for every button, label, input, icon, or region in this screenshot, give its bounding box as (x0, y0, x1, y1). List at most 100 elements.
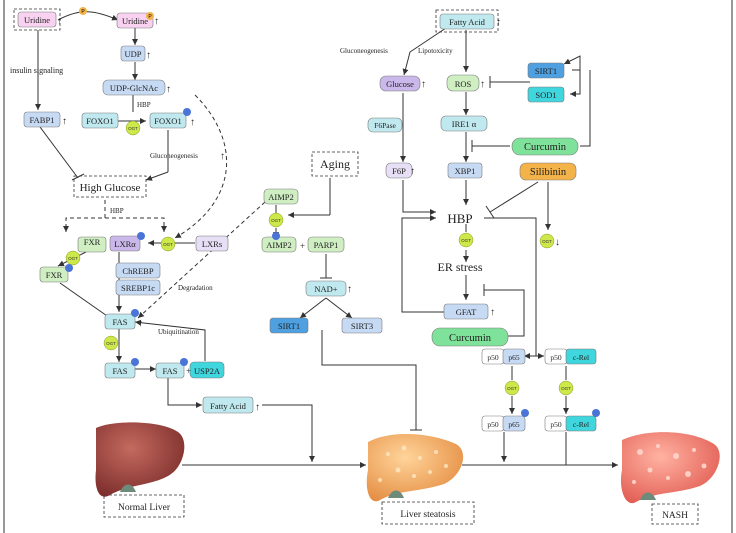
ogt-label-3: OGT (163, 242, 173, 247)
degradation-label: Degradation (178, 284, 213, 292)
uridine-right-node: Uridine (122, 16, 148, 26)
xbp1-node: XBP1 (455, 166, 476, 176)
plus-signs: + + (186, 241, 305, 376)
ogt-label-9: OGT (561, 386, 571, 391)
up-fabp1: ↑ (62, 116, 67, 127)
uridine-left-node: Uridine (24, 15, 50, 25)
p50-d-node: p50 (550, 420, 562, 429)
ogt-label-2: OGT (68, 256, 78, 261)
liver-nash-image (620, 432, 720, 504)
foxo1-right-node: FOXO1 (154, 116, 181, 126)
glyco-markers (65, 108, 600, 417)
gluconeogenesis-left-label: Gluconeogenesis (150, 152, 198, 160)
up-fas: ↑ (138, 318, 143, 329)
connectors (35, 11, 618, 468)
ogt-label-8: OGT (507, 386, 517, 391)
down-ogt: ↓ (555, 237, 560, 248)
up-uridine-left: ↑ (57, 16, 62, 27)
ogt-label-7: OGT (542, 239, 552, 244)
plus-fas-usp2a: + (186, 366, 191, 376)
foxo1-left-node: FOXO1 (86, 116, 113, 126)
srebp1c-node: SREBP1c (121, 283, 155, 293)
curcumin-bottom-node: Curcumin (449, 333, 492, 344)
udp-node: UDP (124, 49, 141, 59)
glucose-node: Glucose (386, 79, 414, 89)
p50-b-node: p50 (550, 353, 562, 362)
gfat-node: GFAT (456, 307, 477, 317)
parp1-node: PARP1 (314, 240, 339, 250)
liver-steatosis-label: Liver steatosis (400, 510, 455, 520)
sirt1-right-node: SIRT1 (535, 66, 557, 76)
insulin-signaling-label: insulin signaling (10, 66, 63, 75)
ros-node: ROS (455, 79, 472, 89)
ubiquitination-label: Ubiquitination (158, 328, 199, 336)
ogt-labels: OGT OGT OGT OGT OGT OGT OGT OGT OGT (68, 126, 571, 391)
f6pase-node: F6Pase (374, 121, 396, 130)
hbp-small-label-b: HBP (110, 207, 124, 215)
up-f6p: ↑ (410, 166, 415, 177)
up-uridine-right: ↑ (154, 16, 159, 27)
up-nad: ↑ (347, 284, 352, 295)
silibinin-node: Silibinin (530, 167, 567, 178)
up-gluconeogenesis: ↑ (220, 151, 225, 162)
sirt3-node: SIRT3 (351, 321, 373, 331)
chrebp-node: ChREBP (122, 266, 153, 276)
usp2a-node: USP2A (194, 366, 221, 376)
udp-glcnac-node: UDP-GlcNAc (110, 83, 158, 93)
up-foxo1: ↑ (190, 117, 195, 128)
er-stress-node: ER stress (438, 260, 483, 274)
node-texts: Uridine Uridine UDP UDP-GlcNAc FOXO1 FOX… (24, 15, 589, 429)
liver-normal-image (95, 422, 185, 497)
crel-b-node: c-Rel (573, 420, 589, 429)
ire1a-node: IRE1 α (452, 119, 477, 129)
up-ros: ↑ (480, 79, 485, 90)
fatty-acid-top-node: Fatty Acid (449, 17, 485, 27)
up-fatty-acid-bottom: ↑ (255, 402, 260, 413)
fas-right-node: FAS (163, 366, 178, 376)
fas-top-node: FAS (113, 317, 128, 327)
lipotoxicity-label: Lipotoxicity (418, 47, 453, 55)
node-shapes (17, 11, 597, 432)
ogt-label-1: OGT (128, 126, 138, 131)
liver-steatosis-image (366, 433, 464, 502)
lxra-node: LXRα (114, 239, 136, 249)
p50-c-node: p50 (487, 420, 499, 429)
ogt-balls (65, 120, 574, 396)
fas-left-node: FAS (113, 366, 128, 376)
hbp-small-label-a: HBP (137, 101, 151, 109)
ogt-label-6: OGT (461, 238, 471, 243)
up-gfat: ↑ (490, 307, 495, 318)
hbp-main-node: HBP (447, 211, 472, 226)
phosphate-markers: P P (79, 7, 154, 20)
fabp1-node: FABP1 (30, 115, 55, 125)
sod1-node: SOD1 (535, 90, 556, 100)
gluconeogenesis-right-label: Gluconeogenesis (340, 47, 388, 55)
fxr-top-node: FXR (84, 237, 101, 247)
ogt-label-4: OGT (106, 341, 116, 346)
aimp2-top-node: AIMP2 (268, 192, 294, 202)
edge-labels: insulin signaling HBP Gluconeogenesis HB… (10, 47, 453, 336)
aging-node: Aging (320, 157, 350, 171)
plus-aimp2-parp1: + (300, 241, 305, 251)
large-texts: High Glucose Aging Curcumin Silibinin HB… (80, 142, 688, 521)
high-glucose-node: High Glucose (80, 182, 141, 194)
up-glucose: ↑ (421, 79, 426, 90)
sirt1-mid-node: SIRT1 (278, 321, 300, 331)
curcumin-top-node: Curcumin (524, 142, 567, 153)
ogt-label-5: OGT (271, 218, 281, 223)
up-udp-glcnac: ↑ (166, 84, 171, 95)
phosphate-label-2: P (148, 14, 152, 20)
normal-liver-label: Normal Liver (118, 503, 171, 513)
up-udp: ↑ (146, 50, 151, 61)
p65-a-node: p65 (508, 353, 520, 362)
fatty-acid-bottom-node: Fatty Acid (210, 401, 246, 411)
p50-a-node: p50 (487, 353, 499, 362)
phosphate-label-1: P (81, 9, 85, 15)
crel-a-node: c-Rel (573, 353, 589, 362)
aimp2-bottom-node: AIMP2 (266, 240, 292, 250)
fxr-bottom-node: FXR (46, 270, 63, 280)
nash-label: NASH (662, 511, 688, 521)
f6p-node: F6P (392, 166, 406, 176)
